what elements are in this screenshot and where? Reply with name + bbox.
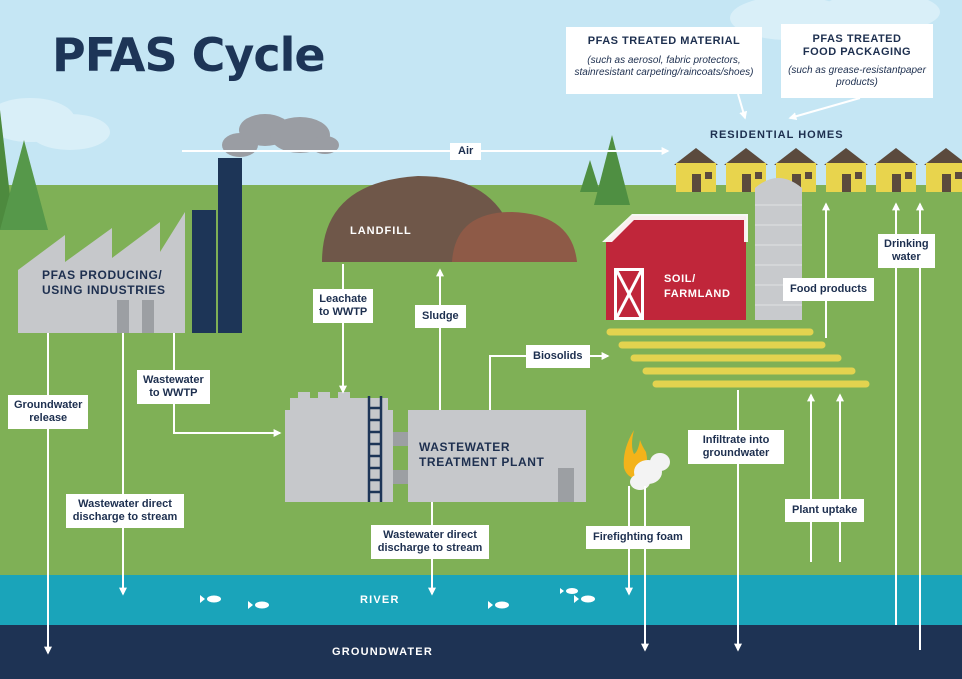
tree-shape (0, 110, 630, 230)
house-icon (824, 148, 868, 192)
house-icon (674, 148, 718, 192)
industries-label: PFAS PRODUCING/USING INDUSTRIES (42, 268, 166, 297)
flow-arrow (173, 333, 282, 437)
residential-homes-label: RESIDENTIAL HOMES (710, 129, 844, 141)
factory-door (117, 300, 129, 333)
smokestack (218, 158, 242, 333)
landfill-mound (452, 212, 577, 262)
food-products-flow-label: Food products (783, 278, 874, 301)
groundwater-label: GROUNDWATER (332, 646, 433, 658)
river-label: RIVER (360, 594, 400, 606)
smokestack (192, 210, 216, 333)
soil-farmland-label: SOIL/FARMLAND (664, 273, 731, 300)
plant-uptake-flow-label: Plant uptake (785, 499, 865, 522)
house-icon (874, 148, 918, 192)
firefighting-foam-flow-label: Firefighting foam (586, 526, 690, 549)
info-box-food-packaging: PFAS TREATED FOOD PACKAGING (such as gre… (781, 24, 933, 98)
house-icon (924, 148, 962, 192)
diagram-title: PFAS Cycle (52, 28, 326, 82)
river-band (0, 575, 962, 625)
air-flow-label: Air (450, 143, 482, 160)
cloud-shape (0, 0, 940, 150)
landfill-label: LANDFILL (350, 225, 412, 237)
ladder (367, 396, 383, 502)
factory-door (142, 300, 154, 333)
groundwater-band (0, 625, 962, 679)
flow-arrow (737, 93, 748, 120)
crop-rows (606, 328, 870, 388)
info-box-treated-material: PFAS TREATED MATERIAL (such as aerosol, … (566, 27, 762, 94)
flow-arrow (788, 97, 861, 121)
biosolids-flow-label: Biosolids (526, 345, 590, 368)
fish-icon (200, 588, 595, 609)
flow-arrows (44, 93, 924, 655)
sludge-flow-label: Sludge (415, 305, 466, 328)
